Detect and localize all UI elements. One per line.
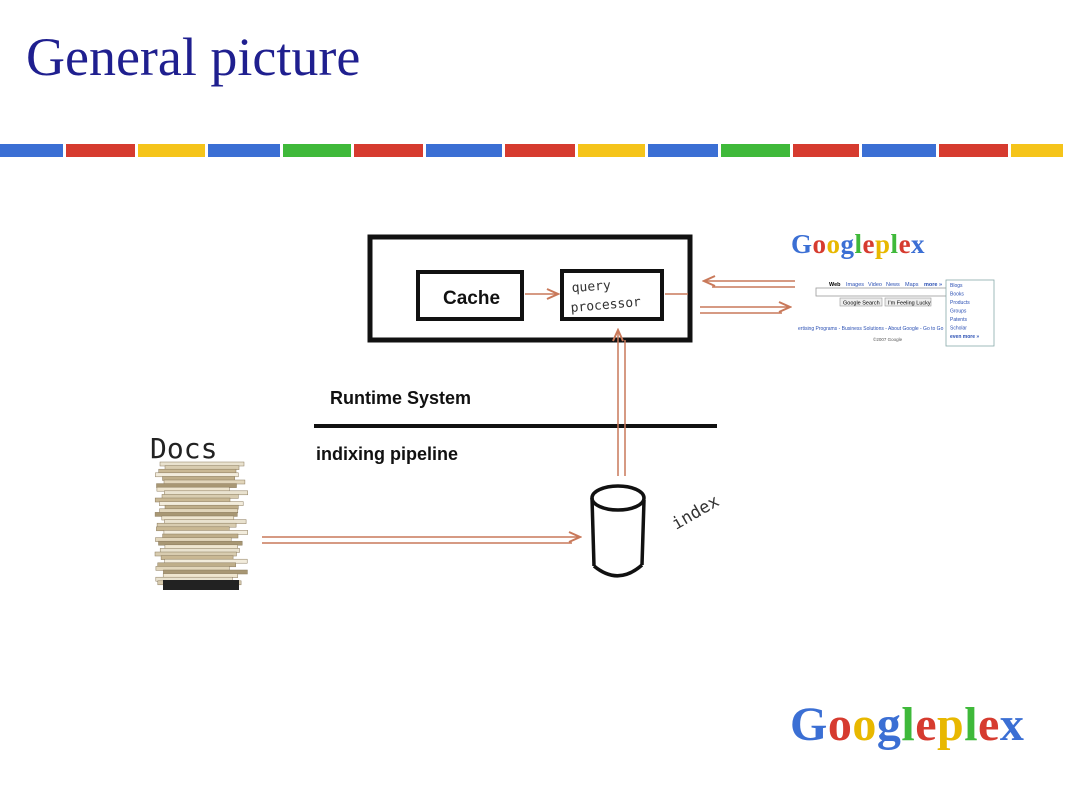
dropdown-item[interactable]: Scholar <box>950 326 967 332</box>
stripe-segment <box>861 144 936 157</box>
search-nav-item[interactable]: Web <box>829 282 841 288</box>
slide-title: General picture <box>26 27 361 87</box>
color-stripe <box>0 144 1066 157</box>
dropdown-item[interactable]: Blogs <box>950 283 963 289</box>
search-page-logo: Googleplex <box>791 229 925 259</box>
search-nav-item[interactable]: more » <box>924 282 942 288</box>
index-cylinder <box>590 484 646 578</box>
stripe-segment <box>1011 144 1064 157</box>
feeling-lucky-button-label: I'm Feeling Lucky <box>888 301 931 307</box>
search-nav-item[interactable]: News <box>886 282 900 288</box>
google-search-button-label: Google Search <box>843 301 880 307</box>
stripe-segment <box>208 144 280 157</box>
stripe-segment <box>65 144 136 157</box>
stripe-segment <box>0 144 63 157</box>
query-processor-box <box>560 269 664 321</box>
stripe-segment <box>353 144 424 157</box>
dropdown-item[interactable]: Products <box>950 300 970 306</box>
stripe-segment <box>138 144 206 157</box>
search-copyright: ©2007 Google <box>873 336 903 342</box>
runtime-box <box>367 234 693 343</box>
search-footer-links[interactable]: ertising Programs - Business Solutions -… <box>798 326 944 332</box>
dropdown-item[interactable]: Groups <box>950 309 967 315</box>
feeling-lucky-button[interactable] <box>884 297 932 307</box>
dropdown-item[interactable]: Patents <box>950 317 967 323</box>
dropdown-item[interactable]: even more » <box>950 334 979 340</box>
search-nav-item[interactable]: Maps <box>905 282 919 288</box>
more-dropdown <box>945 279 995 347</box>
index-label: index <box>669 491 723 534</box>
search-nav-item[interactable]: Video <box>868 282 882 288</box>
search-nav-item[interactable]: Images <box>846 282 864 288</box>
stripe-segment <box>793 144 859 157</box>
google-search-button[interactable] <box>839 297 883 307</box>
brand-logo: Googleplex <box>790 698 1024 751</box>
cache-box <box>416 270 524 321</box>
docs-paper-stack <box>154 461 248 590</box>
stripe-segment <box>505 144 575 157</box>
docs-label: Docs <box>150 432 217 465</box>
query-processor-label-line1: query <box>571 278 611 296</box>
stripe-segment <box>938 144 1009 157</box>
stripe-segment <box>426 144 503 157</box>
stripe-segment <box>282 144 351 157</box>
stripe-segment <box>577 144 645 157</box>
stripe-segment <box>647 144 719 157</box>
search-query-box[interactable] <box>815 287 949 297</box>
runtime-system-label: Runtime System <box>330 388 471 408</box>
paper-stack-base <box>163 580 239 590</box>
stripe-segment <box>721 144 791 157</box>
indexing-pipeline-label: indixing pipeline <box>316 444 458 464</box>
dropdown-item[interactable]: Books <box>950 292 964 298</box>
query-processor-label-line2: processor <box>570 295 642 316</box>
cache-label: Cache <box>443 288 500 309</box>
